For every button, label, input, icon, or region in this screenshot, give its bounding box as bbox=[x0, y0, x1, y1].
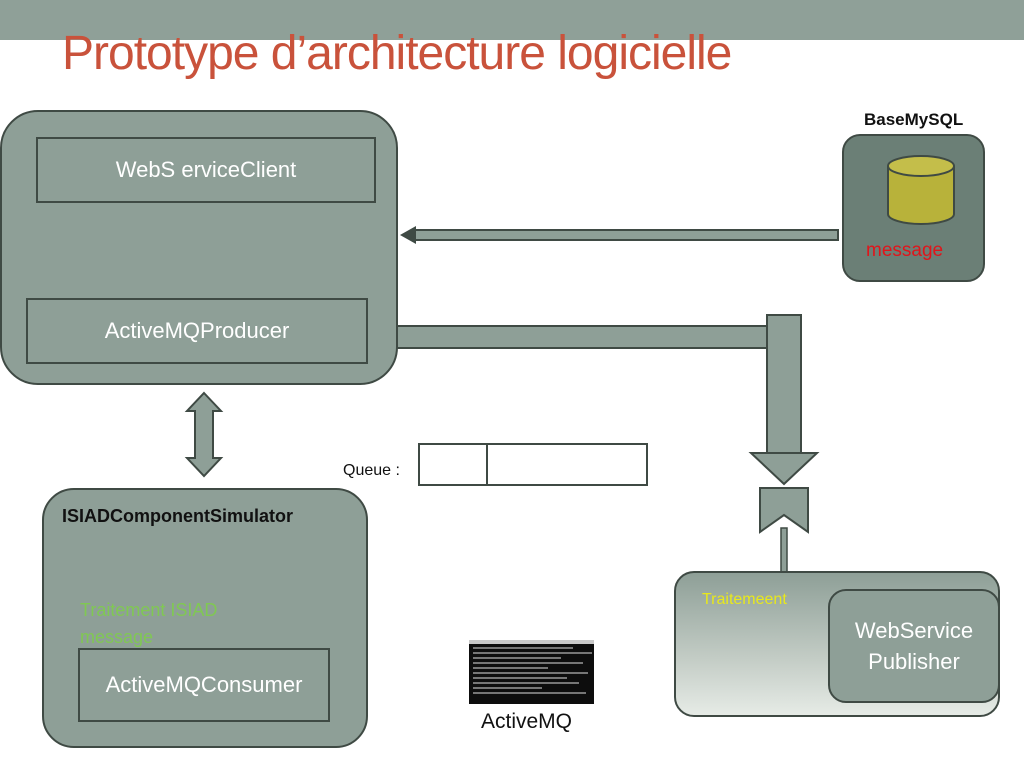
activemq-producer-label: ActiveMQProducer bbox=[104, 318, 290, 343]
webservice-client-label: WebS erviceClient bbox=[115, 157, 297, 182]
db-to-client-arrow bbox=[400, 226, 839, 244]
activemq-consumer-box[interactable]: ActiveMQConsumer bbox=[78, 648, 330, 722]
database-name: BaseMySQL bbox=[864, 110, 964, 129]
activemq-label: ActiveMQ bbox=[481, 710, 573, 733]
database-message-label: message bbox=[866, 240, 944, 261]
simulator-traitement-line1: Traitement ISIAD bbox=[80, 600, 218, 620]
database-box[interactable]: message bbox=[842, 134, 985, 282]
queue-box[interactable] bbox=[418, 443, 648, 486]
webservice-client-box[interactable]: WebS erviceClient bbox=[36, 137, 376, 203]
producer-to-publisher-arrow bbox=[391, 314, 820, 573]
web-client-box: WebS erviceClient ActiveMQProducer bbox=[0, 110, 398, 385]
publisher-traitement-label: Traitemeent bbox=[702, 591, 787, 608]
queue-label: Queue : bbox=[343, 462, 400, 479]
header-bar bbox=[0, 0, 1024, 40]
activemq-producer-box[interactable]: ActiveMQProducer bbox=[26, 298, 368, 364]
queue-divider bbox=[486, 445, 488, 484]
simulator-title: ISIADComponentSimulator bbox=[62, 506, 294, 526]
webservice-publisher-box[interactable]: WebService Publisher bbox=[828, 589, 1000, 703]
slide-title: Prototype d’architecture logicielle bbox=[62, 27, 732, 80]
simulator-box[interactable]: ISIADComponentSimulator Traitement ISIAD… bbox=[42, 488, 368, 748]
database-cylinder-icon bbox=[887, 155, 955, 225]
client-simulator-bidirectional-arrow bbox=[184, 391, 224, 478]
webservice-publisher-line1: WebService bbox=[854, 618, 974, 643]
publisher-box[interactable]: Traitemeent WebService Publisher bbox=[674, 571, 1000, 717]
activemq-consumer-label: ActiveMQConsumer bbox=[105, 672, 303, 697]
simulator-traitement-line2: message bbox=[80, 627, 154, 647]
activemq-terminal-screenshot bbox=[469, 640, 594, 704]
webservice-publisher-line2: Publisher bbox=[868, 649, 960, 674]
